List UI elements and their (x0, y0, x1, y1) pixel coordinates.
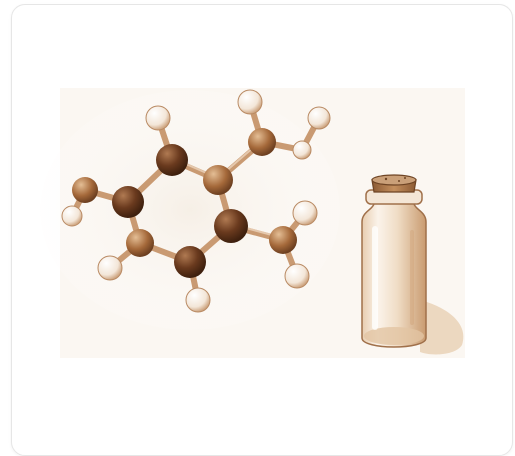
atom (61, 205, 83, 227)
atom (126, 229, 154, 257)
vial-shadow (420, 300, 464, 355)
atom (145, 105, 171, 131)
dark-atoms (112, 144, 248, 278)
atom (307, 106, 331, 130)
atom (269, 226, 297, 254)
atom (292, 200, 318, 226)
cork (371, 174, 417, 193)
atom (97, 255, 123, 281)
atom (156, 144, 188, 176)
light-atoms (61, 89, 331, 313)
atom (214, 209, 248, 243)
atom (185, 287, 211, 313)
atom (284, 263, 310, 289)
atom (72, 177, 98, 203)
mid-atoms (72, 128, 297, 257)
atom (112, 186, 144, 218)
atom (292, 140, 312, 160)
atom (237, 89, 263, 115)
illustration (40, 88, 465, 358)
atom (174, 246, 206, 278)
atom (203, 165, 233, 195)
glass-vial (361, 174, 427, 348)
atom (248, 128, 276, 156)
